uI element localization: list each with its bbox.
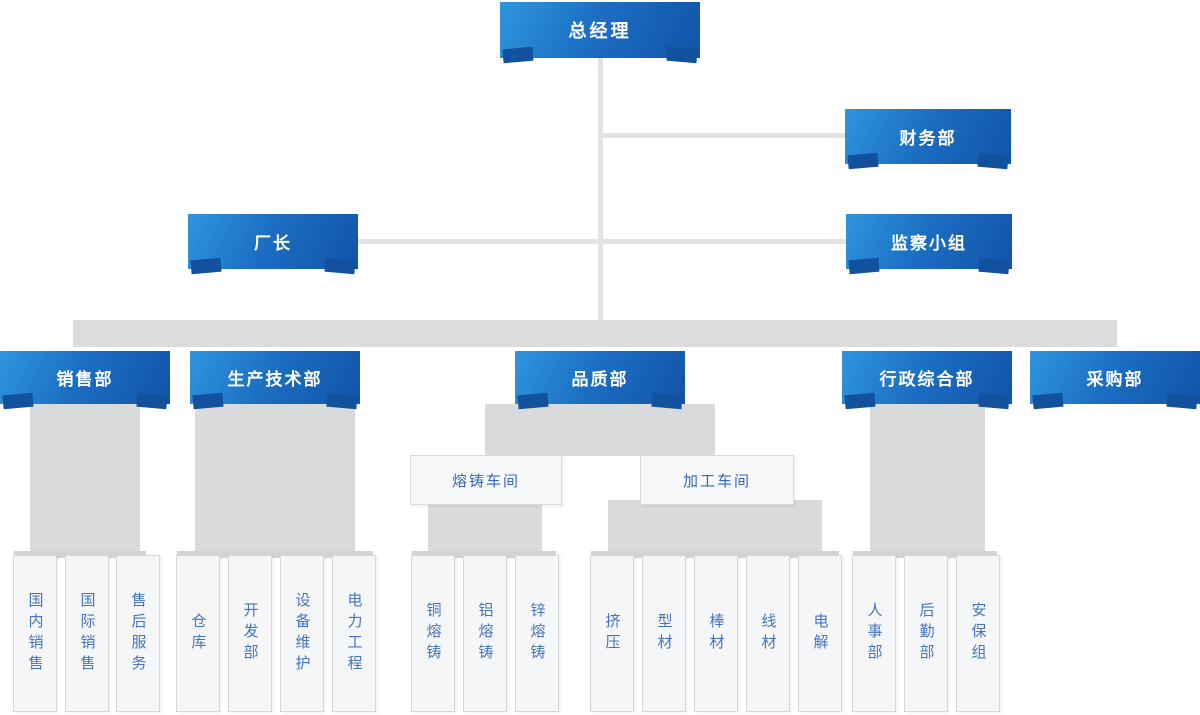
node-logistics-dept: 后勤部 xyxy=(904,555,948,712)
connector-director-supervision-line xyxy=(358,239,850,244)
node-supervision-team: 监察小组 xyxy=(846,214,1012,269)
node-label: 售后服务 xyxy=(129,591,147,676)
node-domestic-sales: 国内销售 xyxy=(13,555,57,712)
node-label: 铝熔铸 xyxy=(476,602,494,665)
node-production-tech-dept: 生产技术部 xyxy=(190,351,360,404)
node-procurement-dept: 采购部 xyxy=(1030,351,1200,404)
node-label: 电力工程 xyxy=(345,591,363,676)
node-label: 人事部 xyxy=(865,602,883,665)
node-label: 挤压 xyxy=(603,612,621,655)
node-casting-workshop: 熔铸车间 xyxy=(410,455,562,505)
connector-block-casting xyxy=(428,500,542,554)
node-wire-material: 线材 xyxy=(746,555,790,712)
node-label: 国际销售 xyxy=(78,591,96,676)
node-label: 铜熔铸 xyxy=(424,602,442,665)
node-general-manager: 总经理 xyxy=(500,2,700,58)
node-label: 财务部 xyxy=(899,129,957,148)
node-bar-material: 棒材 xyxy=(694,555,738,712)
node-admin-dept: 行政综合部 xyxy=(842,351,1012,404)
connector-strip-admin xyxy=(853,551,997,558)
node-label: 安保组 xyxy=(969,602,987,665)
node-label: 国内销售 xyxy=(26,591,44,676)
connector-strip-production xyxy=(177,551,373,558)
node-label: 加工车间 xyxy=(682,472,751,490)
node-label: 生产技术部 xyxy=(227,370,323,389)
node-aluminum-casting: 铝熔铸 xyxy=(463,555,507,712)
connector-block-sales xyxy=(30,404,140,554)
connector-strip-sales xyxy=(14,551,146,558)
node-label: 型材 xyxy=(655,612,673,655)
node-after-sales-service: 售后服务 xyxy=(116,555,160,712)
node-label: 监察小组 xyxy=(891,234,967,253)
connector-main-bar xyxy=(73,320,1117,347)
node-label: 行政综合部 xyxy=(879,370,975,389)
node-copper-casting: 铜熔铸 xyxy=(411,555,455,712)
node-label: 采购部 xyxy=(1086,370,1144,389)
connector-block-production xyxy=(195,404,355,554)
node-label: 品质部 xyxy=(571,370,629,389)
node-label: 线材 xyxy=(759,612,777,655)
node-zinc-casting: 锌熔铸 xyxy=(515,555,559,712)
node-equipment-maintenance: 设备维护 xyxy=(280,555,324,712)
connector-root-vertical xyxy=(598,56,603,330)
node-label: 仓库 xyxy=(189,612,207,655)
node-processing-workshop: 加工车间 xyxy=(640,455,794,505)
node-label: 开发部 xyxy=(241,602,259,665)
node-label: 锌熔铸 xyxy=(528,602,546,665)
node-warehouse: 仓库 xyxy=(176,555,220,712)
node-factory-director: 厂长 xyxy=(188,214,358,269)
node-security-team: 安保组 xyxy=(956,555,1000,712)
node-label: 电解 xyxy=(811,612,829,655)
node-label: 熔铸车间 xyxy=(451,472,520,490)
node-quality-dept: 品质部 xyxy=(515,351,685,404)
node-power-engineering: 电力工程 xyxy=(332,555,376,712)
node-label: 设备维护 xyxy=(293,591,311,676)
node-label: 总经理 xyxy=(568,21,632,41)
node-sales-dept: 销售部 xyxy=(0,351,170,404)
connector-strip-processing xyxy=(591,551,839,558)
node-finance-dept: 财务部 xyxy=(845,109,1011,164)
node-label: 后勤部 xyxy=(917,602,935,665)
node-development-dept: 开发部 xyxy=(228,555,272,712)
connector-block-quality xyxy=(485,404,715,456)
node-hr-dept: 人事部 xyxy=(852,555,896,712)
node-label: 销售部 xyxy=(56,370,114,389)
node-label: 厂长 xyxy=(254,234,292,253)
node-electrolysis: 电解 xyxy=(798,555,842,712)
connector-finance-line xyxy=(600,133,848,138)
node-label: 棒材 xyxy=(707,612,725,655)
node-extrusion: 挤压 xyxy=(590,555,634,712)
connector-block-admin xyxy=(870,404,985,554)
node-profile-material: 型材 xyxy=(642,555,686,712)
connector-block-processing xyxy=(608,500,822,554)
node-international-sales: 国际销售 xyxy=(65,555,109,712)
connector-strip-casting xyxy=(412,551,556,558)
